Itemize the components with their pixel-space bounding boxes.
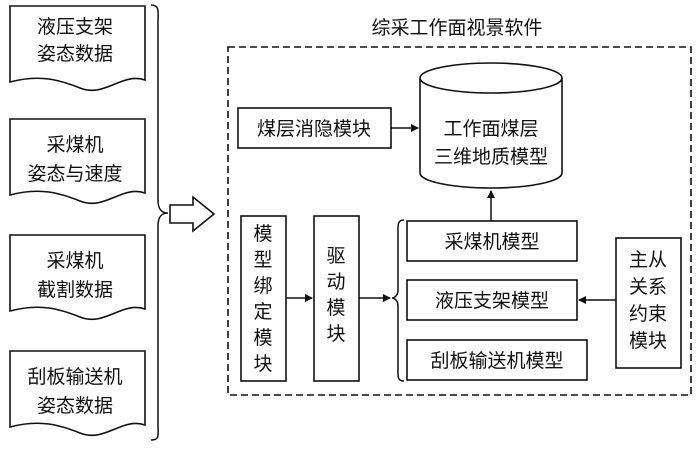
shearer-model-label: 采煤机模型 [444, 231, 539, 253]
input-doc-label-line: 采煤机 [46, 250, 103, 272]
diagram-label: 模 [326, 297, 345, 319]
input-doc-label-line: 截割数据 [37, 279, 113, 301]
input-doc-shearer-posture-speed: 采煤机 姿态与速度 [9, 118, 146, 205]
software-title: 综采工作面视景软件 [371, 17, 542, 39]
diagram-label: 块 [326, 323, 345, 345]
input-doc-label-line: 姿态数据 [37, 43, 113, 65]
geo-model-label-line: 三维地质模型 [434, 146, 548, 168]
model-binding-module [240, 215, 287, 382]
input-doc-label-line: 采煤机 [46, 134, 103, 156]
input-doc-label-line: 姿态与速度 [27, 163, 122, 185]
support-model-box [406, 279, 578, 321]
model-binding-module-label: 模 型 绑 定 模 块 [253, 223, 272, 375]
diagram-label: 动 [326, 271, 345, 293]
constraint-module-label: 主从 关系 约束 模块 [629, 249, 667, 352]
software-boundary [227, 46, 692, 396]
conveyor-model-label: 刮板输送机模型 [430, 350, 563, 372]
models-bracket [391, 219, 405, 382]
diagram-label: 定 [253, 301, 272, 323]
shearer-model-box [406, 220, 578, 262]
diagram-label: 主从 [629, 249, 667, 271]
geo-model-cylinder: 工作面煤层 三维地质模型 [419, 62, 563, 189]
input-doc-conveyor-posture: 刮板输送机 姿态数据 [9, 350, 146, 437]
input-group-brace [150, 4, 169, 441]
conveyor-model-box [406, 339, 588, 381]
input-doc-shearer-cutting: 采煤机 截割数据 [9, 234, 146, 321]
diagram-label: 模 [253, 327, 272, 349]
support-model-label: 液压支架模型 [435, 290, 549, 312]
geo-model-label-line: 工作面煤层 [443, 118, 538, 140]
diagram-label: 绑 [253, 275, 272, 297]
diagram-label: 模块 [629, 330, 667, 352]
diagram-label: 模 [253, 223, 272, 245]
input-doc-label-line: 姿态数据 [37, 395, 113, 417]
input-doc-label-line: 刮板输送机 [27, 366, 122, 388]
hollow-arrow-icon [169, 195, 216, 233]
diagram-label: 关系 [629, 276, 667, 298]
diagram-label: 块 [253, 353, 272, 375]
coal-blanking-module-label: 煤层消隐模块 [257, 118, 371, 140]
driver-module-label: 驱 动 模 块 [326, 245, 345, 345]
diagram-label: 驱 [326, 245, 345, 267]
diagram-label: 型 [253, 249, 272, 271]
master-slave-constraint-module [615, 237, 682, 369]
input-doc-label-line: 液压支架 [37, 16, 113, 38]
coal-blanking-module [237, 107, 392, 149]
input-doc-support-posture: 液压支架 姿态数据 [9, 5, 146, 92]
diagram-label: 约束 [629, 303, 667, 325]
